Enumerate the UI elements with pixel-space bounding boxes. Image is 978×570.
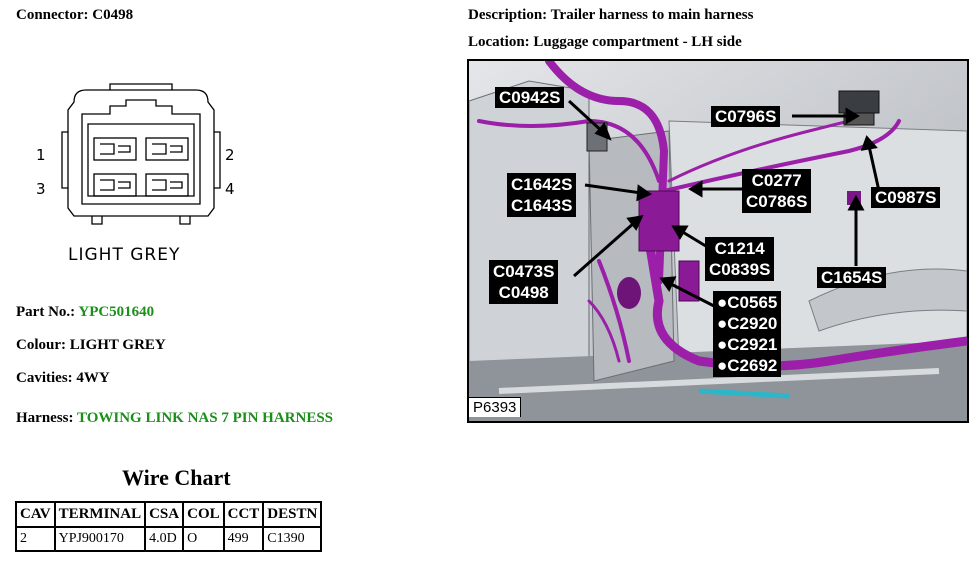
colour-line: Colour: LIGHT GREY — [16, 337, 166, 354]
cell-csa: 4.0D — [144, 526, 185, 552]
cell-cav: 2 — [15, 526, 56, 552]
col-header-terminal: TERMINAL — [53, 501, 147, 528]
connector-value: C0498 — [92, 7, 134, 23]
connector-heading: Connector: C0498 — [16, 7, 133, 24]
connector-face-diagram — [30, 80, 250, 240]
callout-c1643s: C1643S — [511, 196, 573, 215]
cell-cct: 499 — [222, 526, 265, 552]
wire-chart: CAV TERMINAL CSA COL CCT DESTN 2 YPJ9001… — [15, 501, 323, 552]
harness-value: TOWING LINK NAS 7 PIN HARNESS — [76, 410, 334, 426]
cell-col: O — [182, 526, 225, 552]
connector-label: Connector: — [16, 7, 89, 23]
pin-number-4: 4 — [225, 180, 235, 198]
callout-c0498: C0498 — [498, 283, 549, 302]
table-row: 2 YPJ900170 4.0D O 499 C1390 — [15, 526, 323, 552]
pin-number-1: 1 — [36, 146, 46, 164]
col-header-destn: DESTN — [262, 501, 323, 528]
callout-bullet-3-text: C2921 — [727, 335, 778, 354]
description-label: Description: — [468, 7, 548, 23]
connector-face-svg — [61, 83, 221, 225]
callout-c0987s: C0987S — [871, 187, 941, 208]
part-no-line: Part No.: YPC501640 — [16, 304, 154, 321]
callout-bullet-2-text: C2920 — [727, 314, 778, 333]
callout-c0786s: C0786S — [746, 192, 808, 211]
callout-c1642s: C1642S — [511, 175, 573, 194]
photo-reference: P6393 — [469, 397, 522, 417]
location-line: Location: Luggage compartment - LH side — [468, 34, 742, 51]
callout-bullet-1: ●C0565 — [717, 293, 778, 312]
callout-c0473s-c0498: C0473S C0498 — [489, 260, 559, 304]
part-no-label: Part No.: — [16, 304, 76, 320]
callout-c1654s: C1654S — [817, 267, 887, 288]
col-header-col: COL — [182, 501, 225, 528]
cavities-line: Cavities: 4WY — [16, 370, 110, 387]
cavities-label: Cavities: — [16, 370, 73, 386]
callout-bullet-2: ●C2920 — [717, 314, 778, 333]
callout-bullet-group: ●C0565 ●C2920 ●C2921 ●C2692 — [713, 291, 782, 377]
callout-c0277-c0786s: C0277 C0786S — [742, 169, 812, 213]
cell-terminal: YPJ900170 — [53, 526, 147, 552]
harness-label: Harness: — [16, 410, 74, 426]
callout-c1214-c0839s: C1214 C0839S — [705, 237, 775, 281]
part-no-value: YPC501640 — [78, 304, 155, 320]
cell-destn: C1390 — [262, 526, 323, 552]
wire-chart-header-row: CAV TERMINAL CSA COL CCT DESTN — [15, 501, 323, 528]
connector-colour-caption: LIGHT GREY — [68, 245, 181, 265]
callout-c1642s-c1643s: C1642S C1643S — [507, 173, 577, 217]
callout-bullet-3: ●C2921 — [717, 335, 778, 354]
col-header-cav: CAV — [15, 501, 56, 528]
col-header-csa: CSA — [144, 501, 185, 528]
location-photo: C0942S C0796S C1642S C1643S C0277 C0786S… — [467, 59, 969, 423]
location-label: Location: — [468, 34, 530, 50]
location-value: Luggage compartment - LH side — [533, 34, 742, 50]
callout-c1214: C1214 — [714, 239, 765, 258]
pin-number-2: 2 — [225, 146, 235, 164]
description-line: Description: Trailer harness to main har… — [468, 7, 753, 24]
callout-c0796s: C0796S — [711, 106, 781, 127]
callout-c0473s: C0473S — [493, 262, 555, 281]
colour-label: Colour: — [16, 337, 66, 353]
cavities-value: 4WY — [76, 370, 110, 386]
colour-value: LIGHT GREY — [69, 337, 166, 353]
description-value: Trailer harness to main harness — [550, 7, 754, 23]
col-header-cct: CCT — [222, 501, 265, 528]
callout-bullet-1-text: C0565 — [727, 293, 778, 312]
pin-number-3: 3 — [36, 180, 46, 198]
callout-c0839s: C0839S — [709, 260, 771, 279]
wire-chart-title: Wire Chart — [122, 465, 231, 490]
callout-c0942s: C0942S — [495, 87, 565, 108]
harness-line: Harness: TOWING LINK NAS 7 PIN HARNESS — [16, 410, 333, 427]
callout-c0277: C0277 — [751, 171, 802, 190]
wire-chart-table: CAV TERMINAL CSA COL CCT DESTN 2 YPJ9001… — [15, 501, 323, 552]
callout-bullet-4-text: C2692 — [727, 356, 778, 375]
callout-bullet-4: ●C2692 — [717, 356, 778, 375]
